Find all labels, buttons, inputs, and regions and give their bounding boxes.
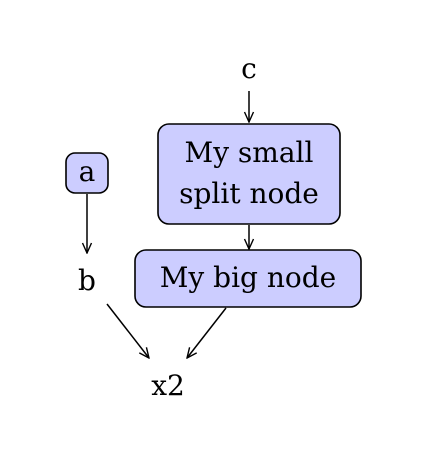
node-x2: x2 — [151, 369, 185, 402]
edges — [87, 91, 249, 358]
node-a-label: a — [79, 155, 96, 188]
node-c: c — [241, 52, 257, 85]
node-big-label: My big node — [160, 261, 336, 294]
node-a-box — [65, 152, 109, 194]
node-x2-label: x2 — [151, 369, 185, 402]
node-big-box — [134, 249, 362, 308]
node-small-split-line-2: split node — [179, 177, 319, 210]
node-c-label: c — [241, 52, 257, 85]
node-big: My big node — [134, 249, 362, 308]
node-b-label: b — [78, 264, 96, 297]
edge-big-to-x2 — [187, 307, 227, 358]
node-b: b — [78, 264, 96, 297]
edge-b-to-x2 — [106, 303, 149, 358]
node-small-split-line-1: My small — [185, 136, 314, 169]
node-a: a — [65, 152, 109, 194]
node-small-split: My small split node — [157, 123, 341, 225]
node-small-split-box — [157, 123, 341, 225]
